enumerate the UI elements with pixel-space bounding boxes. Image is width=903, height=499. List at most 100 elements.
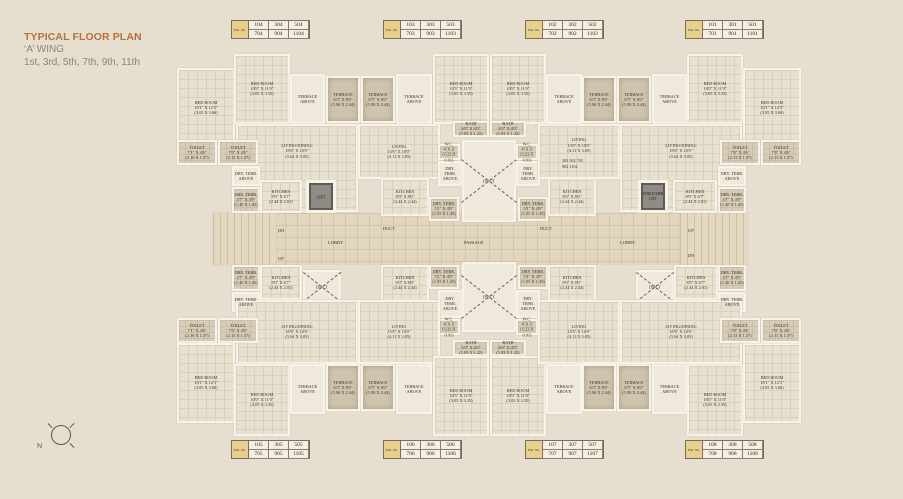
flat-number-table: Flat. No. 101 301 501 701 901 1101 (685, 20, 764, 39)
flat-no-label: Flat. No. (384, 441, 401, 458)
lobby-passage (213, 213, 748, 265)
duct-label: DUCT (383, 226, 395, 231)
duct-shaft: DUCT (462, 140, 516, 222)
flat-no: 1107 (583, 450, 603, 459)
flat-no: 507 (583, 441, 603, 450)
dry-terrace-above: DRY. TERR.ABOVE (232, 166, 260, 186)
flat-no: 102 (543, 21, 563, 30)
lift: LIFT (306, 180, 336, 213)
floors-label: 1st, 3rd, 5th, 7th, 9th, 11th (24, 57, 141, 68)
flat-no: 506 (441, 441, 461, 450)
north-label: N (37, 443, 43, 450)
flat-no: 906 (421, 450, 441, 459)
wc: W.C.4' X 3'(1.22 X 0.91) (516, 317, 538, 337)
flat-no: 1106 (441, 450, 461, 459)
flat-number-table: Flat. No. 102 302 502 702 902 1102 (525, 20, 604, 39)
flat-no-label: Flat. No. (232, 21, 249, 38)
flat-no: 1108 (743, 450, 763, 459)
flat-number-table: Flat. No. 108 308 508 708 908 1108 (685, 440, 764, 459)
dry-terrace: DRY. TERR.5'1" X 4'9"(1.55 X 1.45) (518, 197, 548, 221)
page-title: TYPICAL FLOOR PLAN (24, 31, 142, 43)
flat-no-label: Flat. No. (686, 441, 703, 458)
duct-shaft: DUCT (636, 270, 674, 303)
flat-no-label: Flat. No. (686, 21, 703, 38)
flat-no: 308 (723, 441, 743, 450)
flat-no: 903 (421, 30, 441, 39)
dry-terrace: DRY. TERR.4'7" X 4'9"(1.40 X 1.45) (232, 265, 260, 291)
wing-label: ‘A’ WING (24, 44, 64, 55)
stretcher-lift: STRETCHER LIFT (638, 180, 668, 213)
duct-shaft: DUCT (303, 270, 341, 303)
flat-no: 904 (269, 30, 289, 39)
dry-terrace: DRY. TERR.4'7" X 4'9"(1.40 X 1.45) (232, 187, 260, 213)
flat-no: 1103 (441, 30, 461, 39)
flat-no: 302 (563, 21, 583, 30)
flat-no: 701 (703, 30, 723, 39)
flat-no: 706 (401, 450, 421, 459)
flat-no: 101 (703, 21, 723, 30)
flat-no: 104 (249, 21, 269, 30)
flat-no: 306 (421, 441, 441, 450)
flat-no-label: Flat. No. (232, 441, 249, 458)
flat-no: 702 (543, 30, 563, 39)
staircase-left (213, 213, 276, 265)
dry-terrace-above: DRY. TERR.ABOVE (516, 161, 540, 186)
flat-no: 502 (583, 21, 603, 30)
dry-terrace: DRY. TERR.4'7" X 4'9"(1.40 X 1.45) (718, 265, 746, 291)
title-block: TYPICAL FLOOR PLAN ‘A’ WING 1st, 3rd, 5t… (24, 31, 142, 69)
flat-no: 705 (249, 450, 269, 459)
dry-terrace-above: DRY. TERR.ABOVE (516, 290, 540, 318)
flat-no: 103 (401, 21, 421, 30)
flat-no: 704 (249, 30, 269, 39)
flat-no: 707 (543, 450, 563, 459)
stair-dn-label: DN (688, 253, 695, 258)
dry-terrace: DRY. TERR.4'7" X 4'9"(1.40 X 1.45) (718, 187, 746, 213)
flat-no-label: Flat. No. (526, 441, 543, 458)
flat-no: 1105 (289, 450, 309, 459)
flat-number-table: Flat. No. 103 303 503 703 903 1103 (383, 20, 462, 39)
flat-no: 303 (421, 21, 441, 30)
duct-label: DUCT (540, 226, 552, 231)
flat-no: 307 (563, 441, 583, 450)
flat-no: 106 (401, 441, 421, 450)
flat-no: 504 (289, 21, 309, 30)
stair-dn-label: DN (278, 228, 285, 233)
